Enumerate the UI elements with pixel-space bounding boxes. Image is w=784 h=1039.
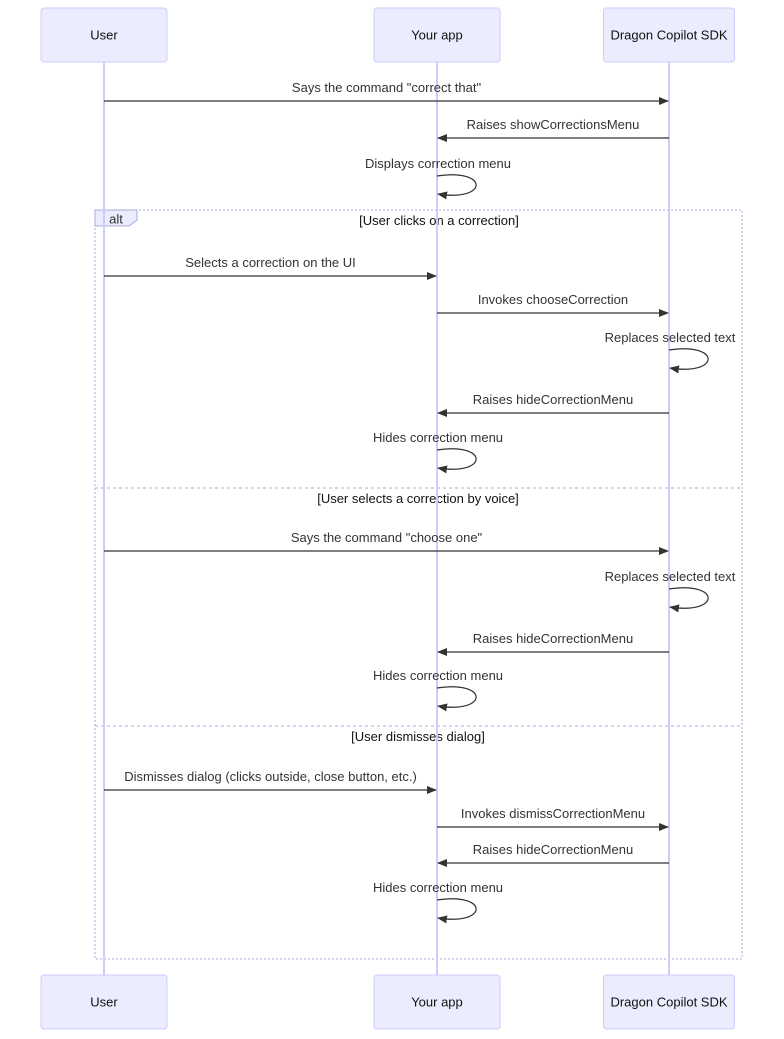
alt-condition-label: [User dismisses dialog] <box>351 729 485 744</box>
message-label: Hides correction menu <box>373 430 503 445</box>
message-label: Invokes chooseCorrection <box>478 292 628 307</box>
actor-label: Dragon Copilot SDK <box>610 28 727 43</box>
actor-app-bottom: Your app <box>373 974 501 1030</box>
self-message-arrow <box>436 448 477 474</box>
actor-user-bottom: User <box>40 974 168 1030</box>
alt-tab <box>94 209 138 227</box>
message-label: Raises hideCorrectionMenu <box>473 842 633 857</box>
alt-frame <box>94 209 743 960</box>
message-label: Dismisses dialog (clicks outside, close … <box>124 769 417 784</box>
message-label: Displays correction menu <box>365 156 511 171</box>
actor-label: Your app <box>411 995 463 1010</box>
actor-box <box>40 7 168 63</box>
actor-label: User <box>90 995 118 1010</box>
message-label: Says the command "correct that" <box>292 80 482 95</box>
message-label: Replaces selected text <box>605 569 736 584</box>
actor-box <box>603 7 735 63</box>
message-label: Raises hideCorrectionMenu <box>473 392 633 407</box>
actor-label: Dragon Copilot SDK <box>610 995 727 1010</box>
actor-app-top: Your app <box>373 7 501 63</box>
self-message-arrow <box>668 587 709 613</box>
actor-box <box>40 974 168 1030</box>
self-message-arrow <box>436 898 477 924</box>
actor-sdk-bottom: Dragon Copilot SDK <box>603 974 735 1030</box>
message-label: Hides correction menu <box>373 668 503 683</box>
actor-label: Your app <box>411 28 463 43</box>
actor-sdk-top: Dragon Copilot SDK <box>603 7 735 63</box>
message-label: Selects a correction on the UI <box>185 255 356 270</box>
actor-label: User <box>90 28 118 43</box>
message-label: Replaces selected text <box>605 330 736 345</box>
alt-label: alt <box>109 212 123 227</box>
alt-condition-label: [User clicks on a correction] <box>359 213 519 228</box>
alt-condition-label: [User selects a correction by voice] <box>317 491 519 506</box>
message-label: Invokes dismissCorrectionMenu <box>461 806 645 821</box>
self-message-arrow <box>436 174 477 200</box>
actor-user-top: User <box>40 7 168 63</box>
message-label: Says the command "choose one" <box>291 530 483 545</box>
actor-box <box>603 974 735 1030</box>
actor-box <box>373 974 501 1030</box>
self-message-arrow <box>668 348 709 374</box>
self-message-arrow <box>436 686 477 712</box>
message-label: Raises showCorrectionsMenu <box>467 117 640 132</box>
message-label: Raises hideCorrectionMenu <box>473 631 633 646</box>
message-label: Hides correction menu <box>373 880 503 895</box>
actor-box <box>373 7 501 63</box>
